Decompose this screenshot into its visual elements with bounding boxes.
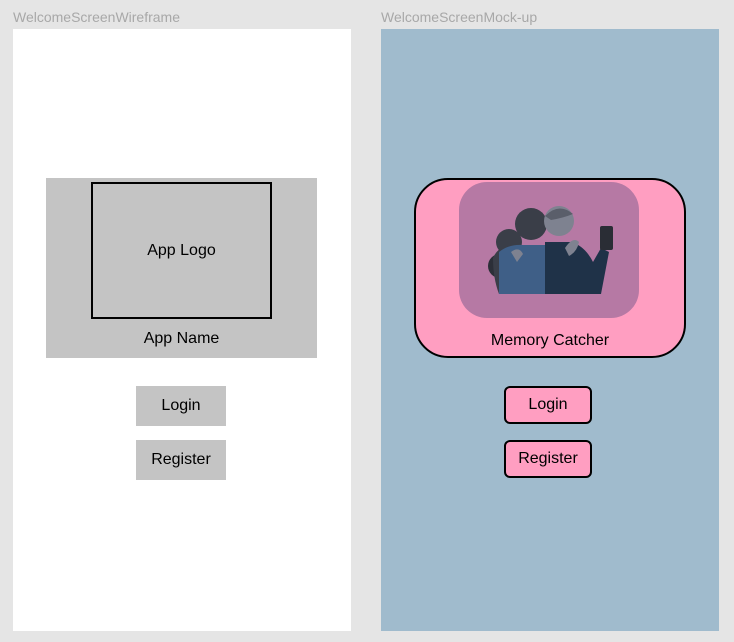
wireframe-register-button[interactable]: Register [136,440,226,480]
wireframe-logo-placeholder: App Logo [91,182,272,319]
mockup-login-button[interactable]: Login [504,386,592,424]
mockup-register-button[interactable]: Register [504,440,592,478]
wireframe-app-name: App Name [143,330,220,347]
wireframe-header-block: App Logo App Name [46,178,317,358]
mockup-logo-tile [459,182,639,318]
wireframe-frame: App Logo App Name Login Register [13,29,351,631]
friends-selfie-icon [488,206,613,294]
mockup-app-name: Memory Catcher [490,332,610,349]
wireframe-frame-label: WelcomeScreenWireframe [13,9,181,25]
mockup-header-card: Memory Catcher [414,178,686,358]
mockup-frame-label: WelcomeScreenMock-up [381,9,538,25]
wireframe-login-button[interactable]: Login [136,386,226,426]
wireframe-logo-label: App Logo [147,241,216,259]
mockup-frame: Memory Catcher Login Register [381,29,719,631]
